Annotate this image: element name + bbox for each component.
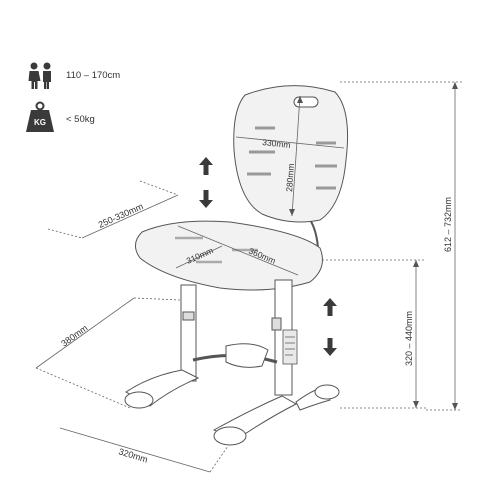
dimension-lines [35, 81, 462, 473]
seat-depth-range-label: 250-330mm [97, 201, 145, 230]
backrest [233, 85, 349, 223]
children-icon [28, 62, 51, 89]
weight-limit-text: < 50kg [66, 114, 95, 125]
total-height-range-label: 612 – 732mm [443, 197, 453, 252]
weight-icon: KG [26, 101, 54, 132]
seat-height-range-label: 320 – 440mm [404, 311, 414, 366]
up-down-arrow-icon [323, 298, 337, 356]
dimension-arrowheads [289, 82, 458, 410]
seat [135, 220, 323, 291]
backrest-height-label: 280mm [284, 163, 296, 192]
height-range-text: 110 – 170cm [66, 70, 121, 81]
chair-drawing [124, 85, 349, 446]
base-depth-label: 380mm [59, 323, 89, 349]
up-down-arrow-icon [199, 157, 213, 208]
weight-icon-text: KG [34, 118, 46, 127]
backrest-width-label: 330mm [262, 137, 291, 150]
